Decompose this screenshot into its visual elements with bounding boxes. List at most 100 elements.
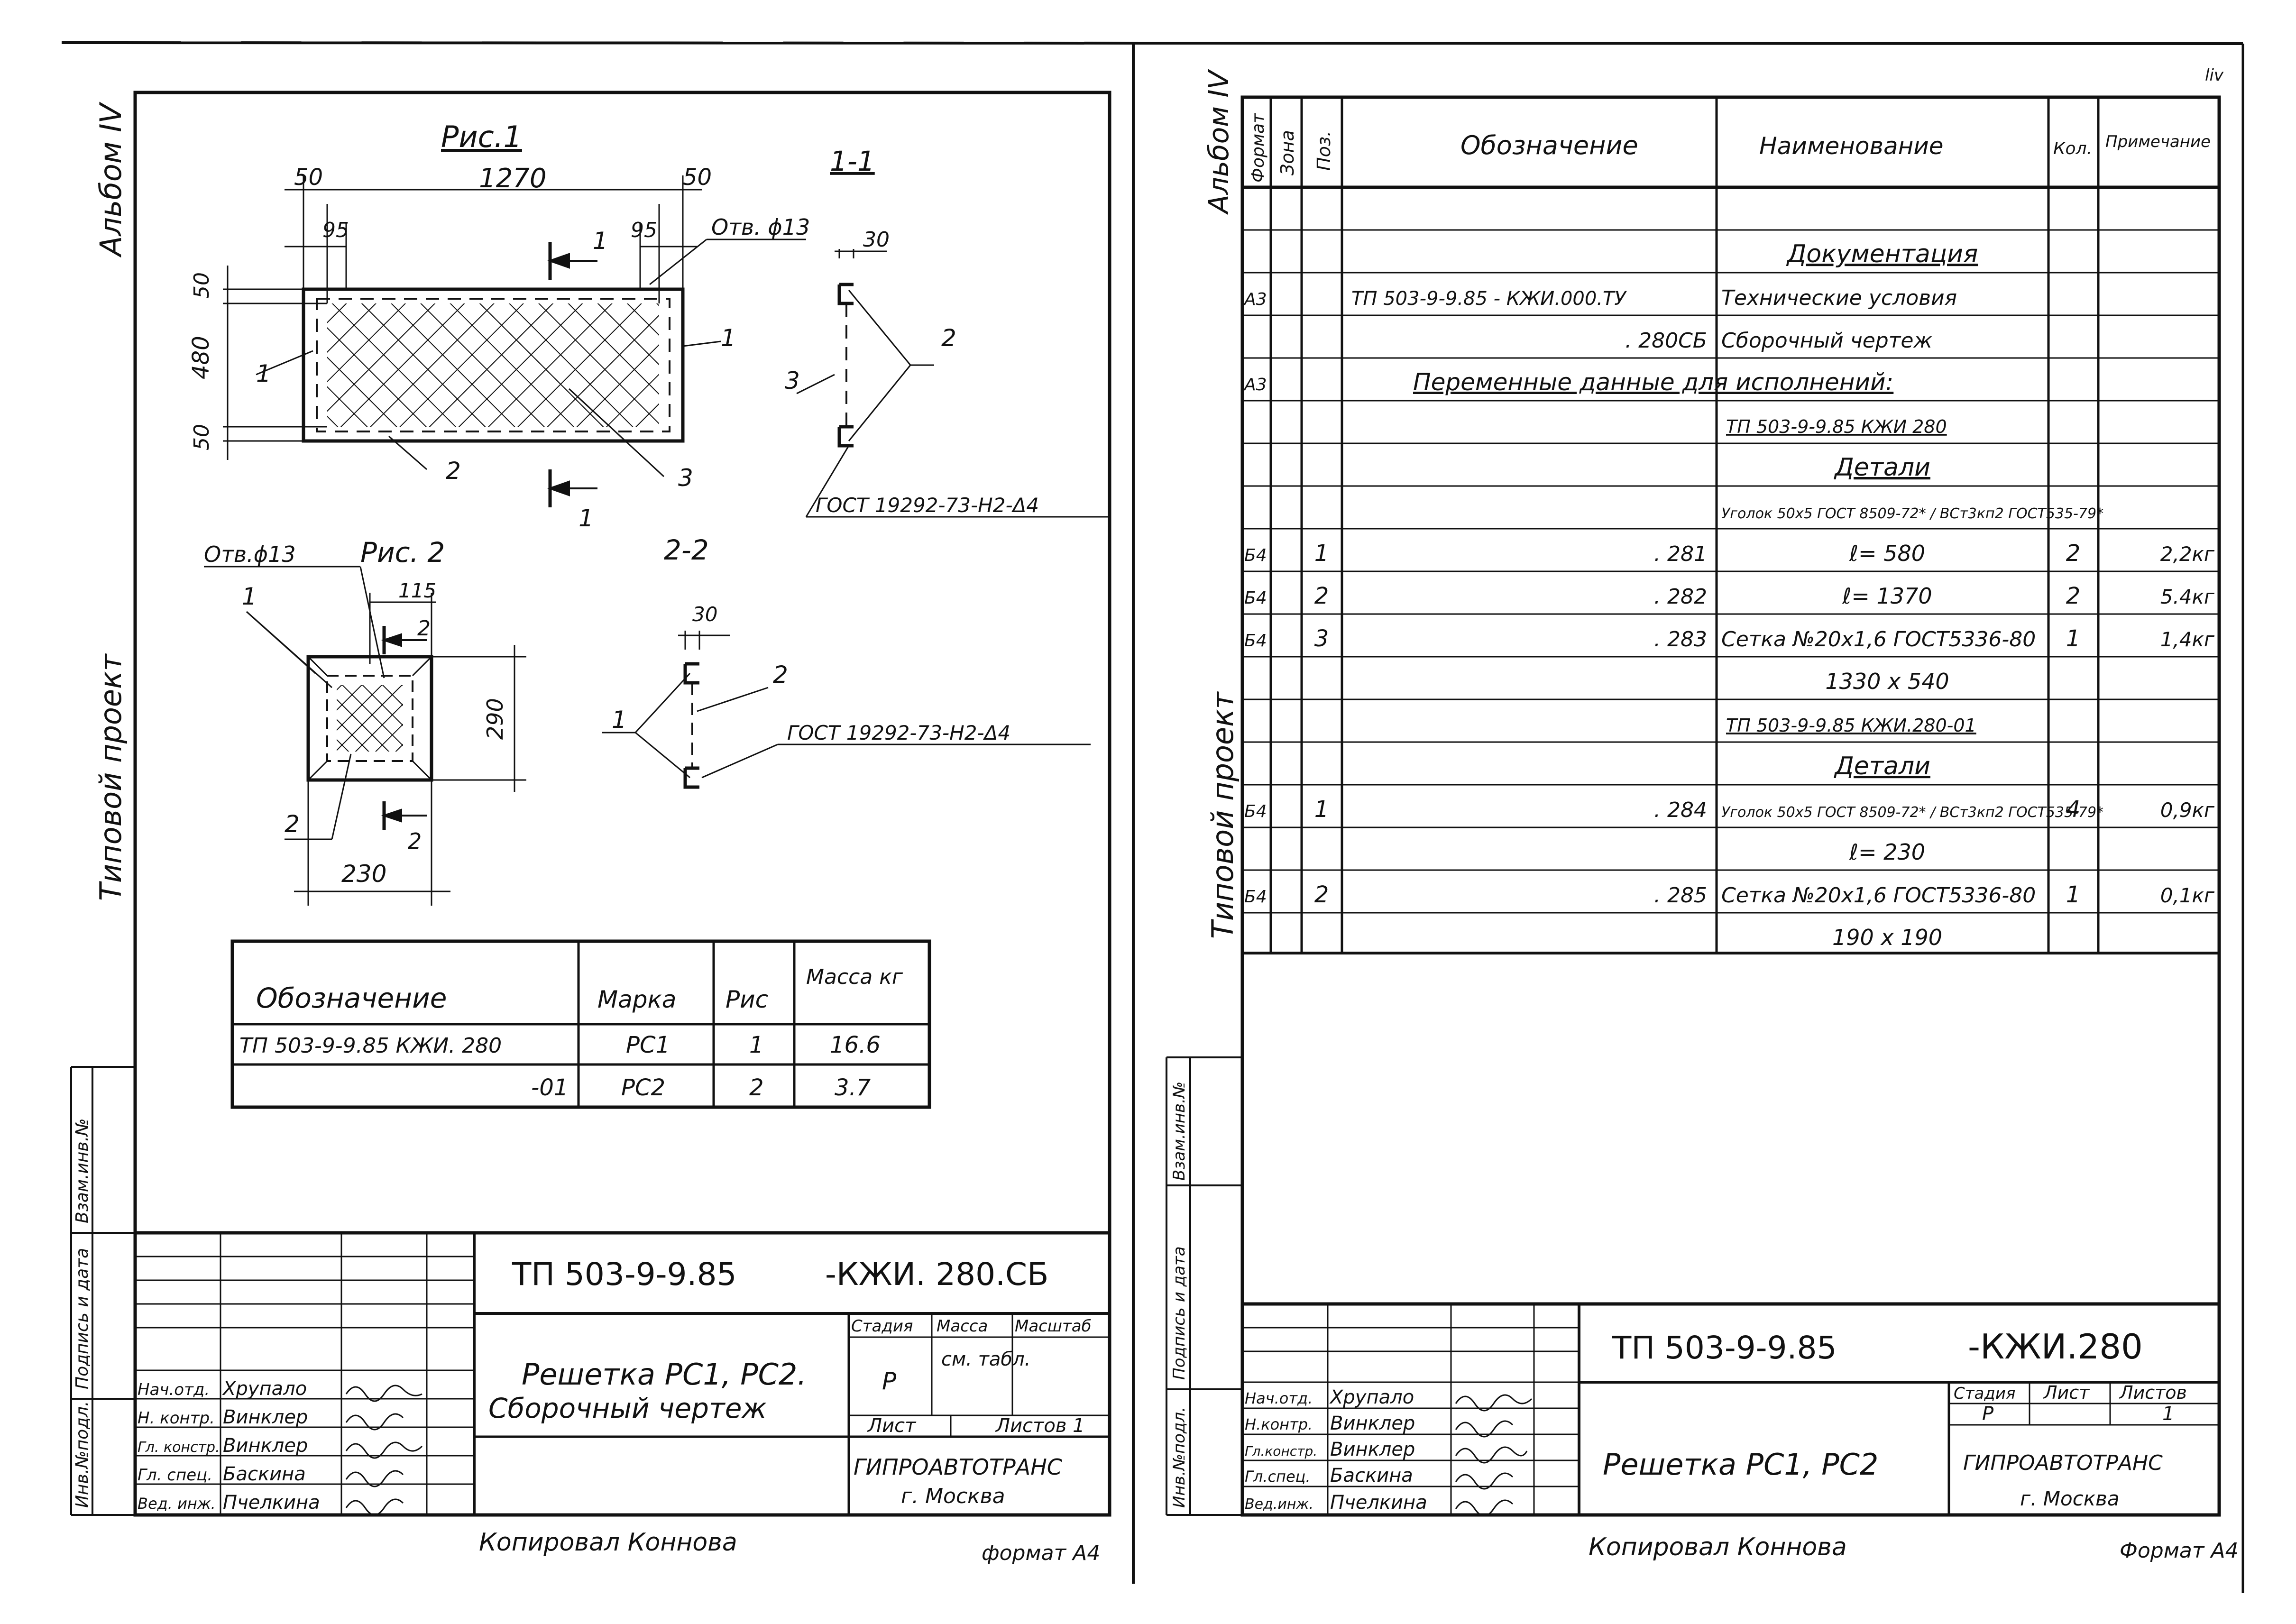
fig1-dim-95-left: 95 <box>322 218 349 242</box>
section-2-2-pos-2: 2 <box>773 661 788 688</box>
fig1-dim-h-bottom: 50 <box>190 424 214 450</box>
mass-table-r1-designation: ТП 503-9-9.85 КЖИ. 280 <box>239 1034 502 1058</box>
spec-cell-r10-c5: 1 <box>2066 625 2081 652</box>
mass-table-r1-fig: 1 <box>749 1032 764 1058</box>
left-role-5: Вед. инж. <box>138 1495 216 1513</box>
fig1-dim-h-mid: 480 <box>188 336 214 379</box>
spec-cell-r14-c0: Б4 <box>1244 802 1267 821</box>
mass-table-header-designation: Обозначение <box>256 982 447 1014</box>
fig1-pos-3: 3 <box>678 464 693 492</box>
fig1-section-mark-top: 1 <box>593 227 608 255</box>
spec-cell-r8-c0: Б4 <box>1244 546 1267 565</box>
right-stage-header: Стадия <box>1954 1384 2015 1403</box>
left-person-5: Пчелкина <box>223 1492 320 1514</box>
spec-cell-r9-c2: 2 <box>1314 583 1329 609</box>
spec-cell-r16-c5: 1 <box>2066 881 2081 908</box>
left-stamp-label-2: Подпись и дата <box>73 1248 92 1389</box>
fig1-hole-note: Отв. ϕ13 <box>711 214 810 240</box>
mass-table-r2-mass: 3.7 <box>835 1074 871 1101</box>
right-format: Формат А4 <box>2120 1539 2239 1563</box>
left-sheet-header: Лист <box>867 1415 917 1437</box>
spec-cell-r8-c3: . 281 <box>1654 542 1707 566</box>
fig1-pos-1-left: 1 <box>256 360 271 387</box>
spec-cell-r16-c3: . 285 <box>1654 883 1707 908</box>
spec-cell-r10-c4: Сетка №20х1,6 ГОСТ5336-80 <box>1721 627 2036 651</box>
left-person-2: Винклер <box>223 1406 308 1428</box>
fig1-dim-95-right: 95 <box>631 218 657 242</box>
right-role-1: Нач.отд. <box>1245 1389 1313 1407</box>
right-sheet-frame <box>1240 95 2221 1517</box>
fig1-dim-50-left: 50 <box>294 164 323 191</box>
left-city: г. Москва <box>901 1484 1005 1508</box>
spec-cell-r2-c0: А3 <box>1243 290 1267 309</box>
spec-cell-r2-c4: Технические условия <box>1721 286 1957 310</box>
fig2-dim-290: 290 <box>482 698 508 740</box>
section-2-2-title: 2-2 <box>664 534 709 566</box>
section-1-1-dim: 30 <box>863 228 890 252</box>
right-code-left: ТП 503-9-9.85 <box>1612 1330 1837 1366</box>
left-person-1: Хрупало <box>222 1378 307 1400</box>
spec-cell-r12-c4: ТП 503-9-9.85 КЖИ.280-01 <box>1726 715 1976 736</box>
fig2-pos-1: 1 <box>242 583 257 610</box>
fig1-section-mark-bottom: 1 <box>579 505 594 532</box>
fig1-pos-2: 2 <box>446 457 461 485</box>
fig2-hole-note: Отв.ϕ13 <box>204 541 296 567</box>
left-role-1: Нач.отд. <box>138 1380 210 1399</box>
spec-cell-r9-c3: . 282 <box>1654 585 1707 609</box>
left-role-2: Н. контр. <box>138 1409 215 1428</box>
mass-table-r2-mark: РС2 <box>621 1074 665 1101</box>
fig1-title: Рис.1 <box>441 119 522 154</box>
section-1-1-weld-note: ГОСТ 19292-73-Н2-Δ4 <box>816 494 1039 517</box>
left-margin-project: Типовой проект <box>93 653 128 901</box>
spec-cell-r14-c2: 1 <box>1314 796 1329 823</box>
spec-cell-r4-c4: Переменные данные для исполнений: <box>1413 368 1893 396</box>
right-person-5: Пчелкина <box>1330 1492 1427 1514</box>
right-person-4: Баскина <box>1330 1465 1413 1486</box>
left-sheet-frame <box>133 91 1111 1517</box>
fig1-dim-h-top: 50 <box>190 272 214 299</box>
left-margin-album: Альбом IV <box>93 101 128 258</box>
spec-header-zone: Зона <box>1277 130 1298 175</box>
right-code-right: -КЖИ.280 <box>1968 1327 2143 1367</box>
spec-header-qty: Кол. <box>2053 139 2092 158</box>
spec-cell-r15-c4: ℓ= 230 <box>1849 839 1925 865</box>
spec-cell-r14-c4: Уголок 50х5 ГОСТ 8509-72* / ВСт3кп2 ГОСТ… <box>1721 804 2103 821</box>
right-person-1: Хрупало <box>1329 1386 1414 1408</box>
section-1-1-pos-3: 3 <box>785 367 800 395</box>
mass-table-r2-fig: 2 <box>749 1074 764 1101</box>
spec-cell-r5-c4: ТП 503-9-9.85 КЖИ 280 <box>1726 416 1947 437</box>
mass-table-header-mark: Марка <box>597 986 676 1013</box>
left-person-3: Винклер <box>223 1435 308 1457</box>
spec-cell-r14-c6: 0,9кг <box>2160 798 2215 822</box>
spec-cell-r14-c3: . 284 <box>1654 798 1707 822</box>
spec-cell-r8-c6: 2,2кг <box>2160 542 2215 566</box>
spec-cell-r4-c0: А3 <box>1243 375 1267 395</box>
spec-cell-r16-c6: 0,1кг <box>2160 884 2215 907</box>
left-scale-header: Масштаб <box>1015 1317 1092 1336</box>
left-copied: Копировал Коннова <box>479 1528 737 1557</box>
fig2-dim-115: 115 <box>398 579 436 602</box>
right-margin-project: Типовой проект <box>1205 691 1240 939</box>
right-person-2: Винклер <box>1330 1413 1415 1434</box>
fig2-section-mark-bottom: 2 <box>408 828 422 854</box>
right-role-3: Гл.констр. <box>1245 1443 1317 1459</box>
spec-cell-r2-c3: ТП 503-9-9.85 - КЖИ.000.ТУ <box>1351 288 1627 310</box>
fig2-section-mark-top: 2 <box>417 616 431 641</box>
left-stamp-label-1: Инв.№подл. <box>73 1401 92 1508</box>
signatures <box>345 1385 1533 1517</box>
spec-cell-r1-c4: Документация <box>1786 240 1978 268</box>
spec-cell-r6-c4: Детали <box>1834 453 1930 482</box>
corner-mark: liv <box>2205 66 2224 85</box>
spec-cell-r8-c5: 2 <box>2066 540 2081 567</box>
right-margin-album: Альбом IV <box>1203 69 1235 215</box>
left-code-left: ТП 503-9-9.85 <box>512 1256 736 1293</box>
spec-cell-r10-c3: . 283 <box>1654 627 1707 651</box>
right-person-3: Винклер <box>1330 1439 1415 1460</box>
spec-cell-r3-c4: Сборочный чертеж <box>1721 329 1932 353</box>
spec-cell-r8-c2: 1 <box>1314 540 1329 567</box>
spec-header-designation: Обозначение <box>1460 130 1638 160</box>
right-name: Решетка РС1, РС2 <box>1603 1447 1878 1482</box>
right-role-5: Вед.инж. <box>1245 1496 1313 1513</box>
spec-header-name: Наименование <box>1759 132 1944 160</box>
